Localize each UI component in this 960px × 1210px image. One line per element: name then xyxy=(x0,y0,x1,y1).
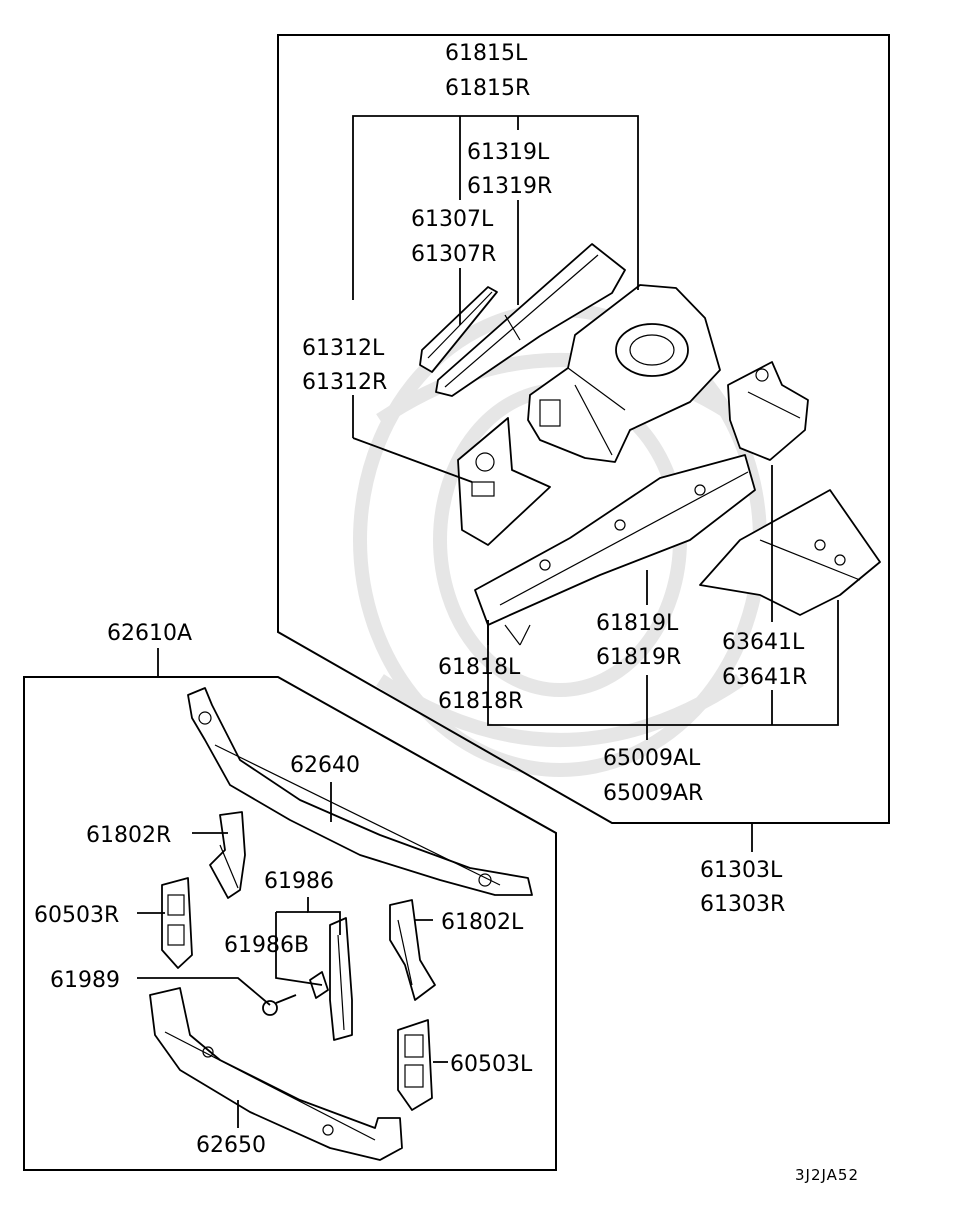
part-61802r-shape xyxy=(209,811,246,899)
front-body-leaders xyxy=(352,115,839,852)
part-63641-shape xyxy=(727,361,809,461)
label-61818l: 61818L xyxy=(438,655,521,680)
part-61989-shape xyxy=(262,994,297,1016)
part-61319-shape xyxy=(435,243,626,397)
label-61815r: 61815R xyxy=(445,76,530,101)
label-61818r: 61818R xyxy=(438,689,523,714)
label-61819r: 61819R xyxy=(596,645,681,670)
label-61989: 61989 xyxy=(50,968,120,993)
part-61312-shape xyxy=(457,417,551,546)
radiator-support-leaders xyxy=(137,648,448,1128)
diagram-code: 3J2JA52 xyxy=(795,1166,859,1184)
label-61819l: 61819L xyxy=(596,611,679,636)
label-61319l: 61319L xyxy=(467,140,550,165)
label-61312l: 61312L xyxy=(302,336,385,361)
part-62640-shape xyxy=(187,687,533,896)
part-60503l-shape xyxy=(397,1019,433,1111)
part-62650-shape xyxy=(149,987,403,1161)
part-61802l-shape xyxy=(389,899,436,1001)
label-65009ar: 65009AR xyxy=(603,781,703,806)
label-61303l: 61303L xyxy=(700,858,783,883)
label-62610a: 62610A xyxy=(107,621,192,646)
front-body-labels: 61815L 61815R 61319L 61319R 61307L 61307… xyxy=(302,41,807,917)
label-61307r: 61307R xyxy=(411,242,496,267)
label-60503r: 60503R xyxy=(34,903,119,928)
label-62640: 62640 xyxy=(290,753,360,778)
label-61312r: 61312R xyxy=(302,370,387,395)
label-62650: 62650 xyxy=(196,1133,266,1158)
label-61802l: 61802L xyxy=(441,910,524,935)
radiator-support-frame xyxy=(23,676,557,1171)
label-61303r: 61303R xyxy=(700,892,785,917)
part-60503r-shape xyxy=(161,877,193,969)
part-61815-shape xyxy=(527,284,721,463)
label-65009al: 65009AL xyxy=(603,746,701,771)
front-body-frame xyxy=(277,34,890,824)
label-61802r: 61802R xyxy=(86,823,171,848)
part-61819-shape xyxy=(474,454,756,646)
label-61986b: 61986B xyxy=(224,933,309,958)
label-61307l: 61307L xyxy=(411,207,494,232)
radiator-support-labels: 62610A 62640 61802R 61986 60503R 61802L … xyxy=(34,621,533,1158)
label-60503l: 60503L xyxy=(450,1052,533,1077)
label-61815l: 61815L xyxy=(445,41,528,66)
label-63641r: 63641R xyxy=(722,665,807,690)
label-63641l: 63641L xyxy=(722,630,805,655)
part-61986-shape xyxy=(309,917,353,1041)
label-61986: 61986 xyxy=(264,869,334,894)
label-61319r: 61319R xyxy=(467,174,552,199)
part-65009-shape xyxy=(699,489,881,616)
